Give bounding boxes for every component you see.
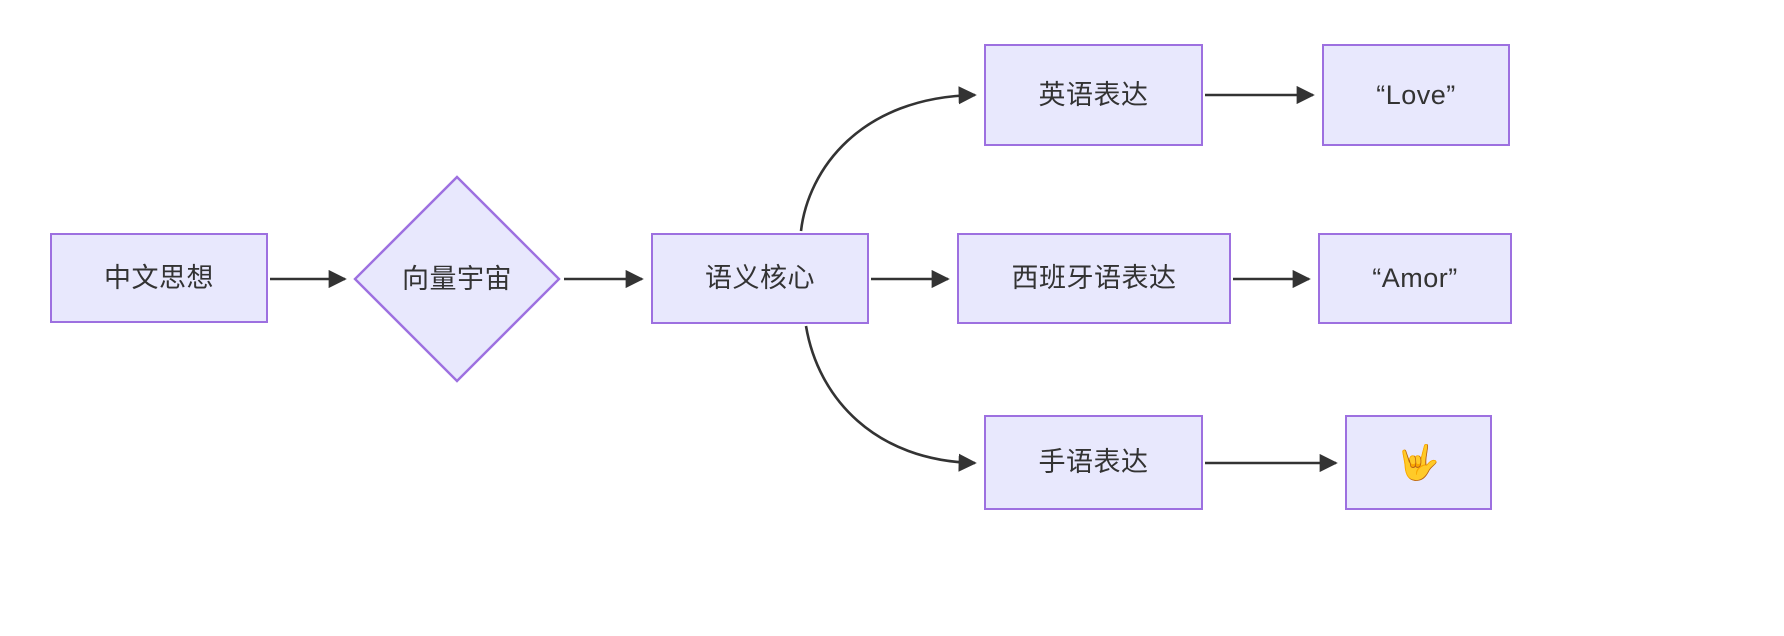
edge-semantic-core-to-sign-language-expression (804, 325, 977, 472)
node-english-expression-label: 英语表达 (1038, 79, 1149, 110)
node-chinese-thought[interactable]: 中文思想 (50, 233, 268, 323)
node-spanish-expression-label: 西班牙语表达 (1011, 263, 1177, 294)
node-love-word[interactable]: “Love” (1322, 44, 1510, 146)
node-amor-word[interactable]: “Amor” (1318, 233, 1512, 324)
diamond-shape (353, 175, 561, 383)
node-love-word-label: “Love” (1376, 79, 1456, 110)
edge-semantic-core-to-english-expression (799, 86, 977, 232)
node-chinese-thought-label: 中文思想 (104, 262, 214, 293)
node-vector-universe-label: 向量宇宙 (402, 263, 512, 294)
node-ily-sign[interactable]: 🤟 (1345, 415, 1492, 510)
node-spanish-expression[interactable]: 西班牙语表达 (957, 233, 1231, 324)
node-semantic-core-label: 语义核心 (705, 263, 815, 294)
node-vector-universe[interactable]: 向量宇宙 (352, 174, 562, 384)
node-semantic-core[interactable]: 语义核心 (651, 233, 869, 324)
node-amor-word-label: “Amor” (1372, 263, 1458, 294)
node-sign-language-expression[interactable]: 手语表达 (984, 415, 1203, 510)
node-english-expression[interactable]: 英语表达 (984, 44, 1203, 146)
node-sign-language-expression-label: 手语表达 (1038, 447, 1149, 478)
love-you-hand-sign-emoji: 🤟 (1397, 442, 1440, 483)
